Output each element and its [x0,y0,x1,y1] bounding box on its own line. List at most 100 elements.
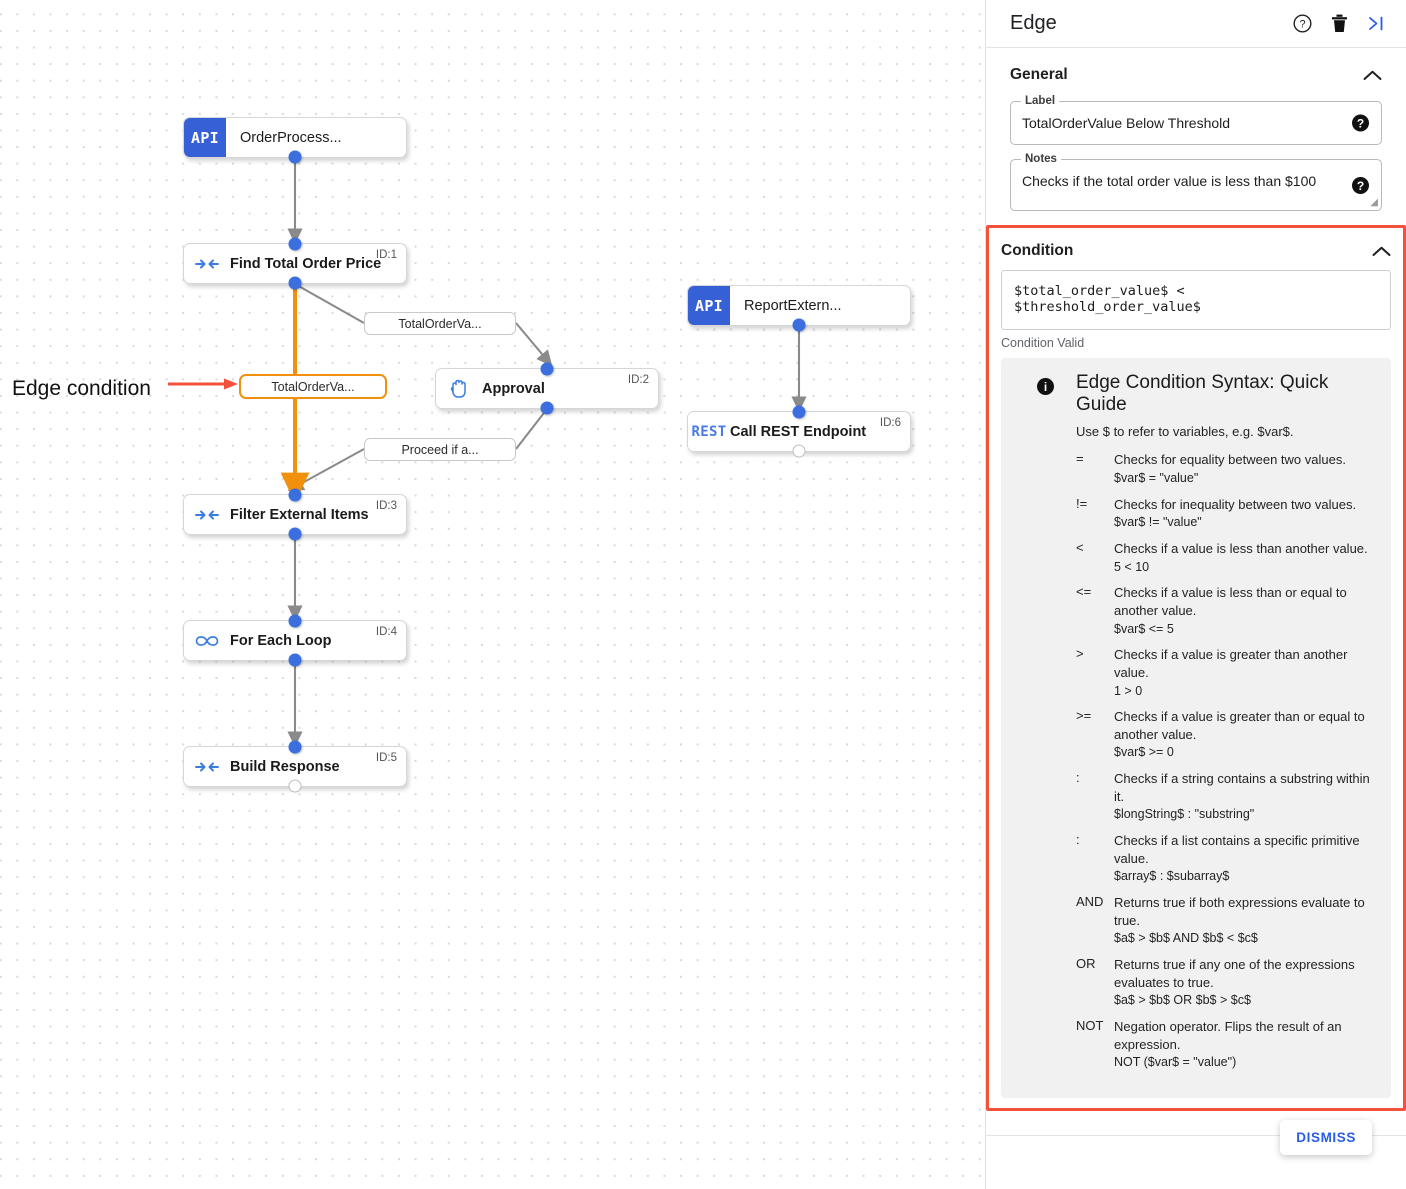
operator-description-text: Checks for inequality between two values… [1114,496,1357,512]
flow-node-filter-external-items[interactable]: Filter External Items ID:3 [183,488,407,541]
node-output-port[interactable] [288,150,302,164]
notes-field-value[interactable]: Checks if the total order value is less … [1022,173,1317,190]
edge-label-selected[interactable]: TotalOrderVa... [239,374,387,399]
operator-list: = Checks for equality between two values.… [1076,451,1375,1071]
operator-row: AND Returns true if both expressions eval… [1076,894,1375,947]
flow-node-find-total-order-price[interactable]: Find Total Order Price ID:1 [183,237,407,290]
operator-example: 5 < 10 [1114,559,1150,574]
label-help-icon[interactable]: ? [1352,114,1369,132]
node-input-port[interactable] [540,362,554,376]
node-output-port[interactable] [288,276,302,290]
chevron-up-icon[interactable] [1363,70,1382,81]
condition-expression-input[interactable]: $total_order_value$ < $threshold_order_v… [1001,270,1391,331]
node-input-port[interactable] [288,614,302,628]
annotation-arrow-icon [168,378,238,390]
label-field-legend: Label [1021,95,1060,107]
operator-description: Checks if a value is less than or equal … [1114,584,1375,637]
node-id-label: ID:3 [375,500,397,512]
compress-arrows-icon [184,244,230,283]
flow-node-orderprocess[interactable]: API OrderProcess... [183,117,407,164]
node-input-port[interactable] [288,237,302,251]
operator-symbol: > [1076,646,1084,662]
operator-symbol: OR [1076,956,1096,972]
panel-header: Edge ? [986,0,1406,48]
edge-label[interactable]: Proceed if a... [364,438,516,461]
operator-description-text: Checks if a list contains a specific pri… [1114,833,1360,866]
operator-row: :Checks if a string contains a substring… [1076,770,1375,823]
help-circle-icon[interactable]: ? [1293,14,1312,33]
node-output-port[interactable] [288,653,302,667]
node-title: Find Total Order Price [230,255,382,272]
operator-description-text: Checks if a value is less than another v… [1114,541,1368,557]
node-output-port[interactable] [792,444,806,458]
flow-node-reportextern[interactable]: API ReportExtern... [687,285,911,332]
node-title: Approval [482,380,545,397]
node-output-port[interactable] [288,527,302,541]
panel-body: General Label TotalOrderValue Below Thre… [986,48,1406,1135]
guide-title: Edge Condition Syntax: Quick Guide [1076,372,1329,416]
svg-text:?: ? [1299,19,1305,31]
operator-description: Checks for equality between two values.$… [1114,451,1375,486]
operator-symbol: >= [1076,708,1092,724]
operator-row: = Checks for equality between two values.… [1076,451,1375,486]
operator-row: !=Checks for inequality between two valu… [1076,496,1375,531]
guide-subtitle: Use $ to refer to variables, e.g. $var$. [1076,424,1294,440]
node-id-label: ID:2 [627,374,649,386]
section-title: General [1010,66,1068,83]
operator-description-text: Checks if a value is less than or equal … [1114,585,1347,618]
flow-canvas[interactable]: Edge condition API OrderProcess... [0,0,985,1189]
edge-properties-panel: Edge ? [985,0,1406,1189]
operator-description-text: Checks for equality between two values. [1114,452,1346,468]
condition-section-header[interactable]: Condition [989,228,1403,270]
operator-description: Checks if a value is less than another v… [1114,540,1375,575]
label-field[interactable]: Label TotalOrderValue Below Threshold ? [1010,95,1382,146]
operator-example: $array$ : $subarray$ [1114,869,1230,884]
operator-description-text: Negation operator. Flips the result of a… [1114,1019,1342,1052]
condition-section: Condition $total_order_value$ < $thresho… [986,225,1406,1112]
operator-row: >= Checks if a value is greater than or e… [1076,708,1375,761]
node-output-port[interactable] [288,779,302,793]
operator-row: > Checks if a value is greater than anoth… [1076,646,1375,699]
operator-description-text: Returns true if any one of the expressio… [1114,957,1355,990]
operator-description: Checks if a value is greater than or equ… [1114,708,1375,761]
flow-node-call-rest-endpoint[interactable]: REST Call REST Endpoint ID:6 [687,405,911,458]
hand-icon [436,369,482,408]
panel-footer: DISMISS [986,1120,1406,1189]
api-badge-icon: API [688,286,730,325]
flow-node-for-each-loop[interactable]: For Each Loop ID:4 [183,614,407,667]
infinity-icon [184,621,230,660]
operator-symbol: : [1076,770,1080,786]
node-output-port[interactable] [540,401,554,415]
node-id-label: ID:1 [375,249,397,261]
trash-icon[interactable] [1331,14,1348,33]
node-input-port[interactable] [288,488,302,502]
operator-symbol: = [1076,451,1084,467]
operator-description-text: Checks if a value is greater than anothe… [1114,647,1348,680]
operator-description: Returns true if any one of the expressio… [1114,956,1375,1009]
flow-node-approval[interactable]: Approval ID:2 [435,362,659,415]
operator-description: Returns true if both expressions evaluat… [1114,894,1375,947]
notes-field-legend: Notes [1021,153,1061,166]
operator-description: Checks if a list contains a specific pri… [1114,832,1375,885]
label-field-value[interactable]: TotalOrderValue Below Threshold [1022,115,1231,131]
notes-resize-handle[interactable]: ◢ [1370,197,1378,209]
flow-node-build-response[interactable]: Build Response ID:5 [183,740,407,793]
dismiss-button[interactable]: DISMISS [1280,1120,1372,1155]
node-input-port[interactable] [792,405,806,419]
node-input-port[interactable] [288,740,302,754]
node-title: Build Response [230,758,340,775]
node-output-port[interactable] [792,318,806,332]
collapse-panel-icon[interactable] [1367,14,1386,33]
operator-description: Checks for inequality between two values… [1114,496,1375,531]
chevron-up-icon[interactable] [1372,246,1391,257]
notes-field[interactable]: Notes Checks if the total order value is… [1010,153,1382,212]
operator-row: :Checks if a list contains a specific pr… [1076,832,1375,885]
general-section-header[interactable]: General [1000,48,1392,96]
notes-help-icon[interactable]: ? [1352,177,1369,195]
node-title: ReportExtern... [744,297,842,314]
operator-description-text: Checks if a value is greater than or equ… [1114,709,1365,742]
operator-symbol: AND [1076,894,1104,910]
node-title: Call REST Endpoint [730,423,867,440]
compress-arrows-icon [184,747,230,786]
edge-label[interactable]: TotalOrderVa... [364,312,516,335]
